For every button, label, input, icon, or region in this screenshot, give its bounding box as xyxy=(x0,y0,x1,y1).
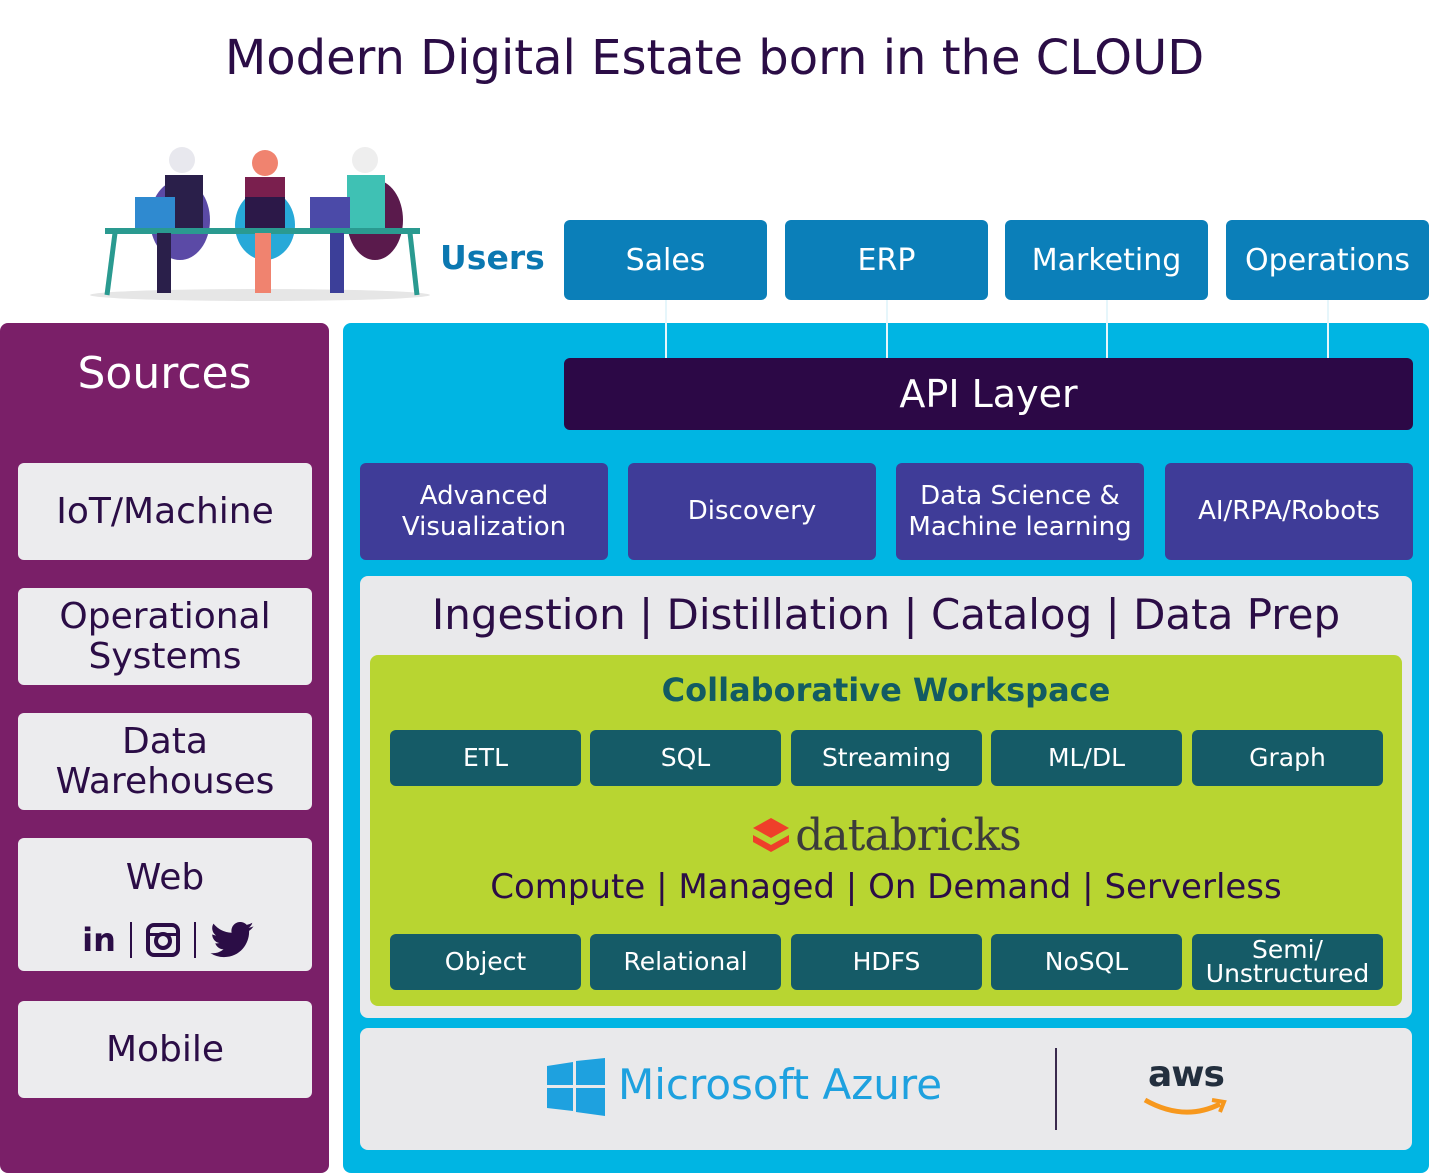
user-box-sales[interactable]: Sales xyxy=(564,220,767,300)
connector xyxy=(1327,300,1329,358)
storage-nosql[interactable]: NoSQL xyxy=(991,934,1182,990)
tool-graph[interactable]: Graph xyxy=(1192,730,1383,786)
databricks-logo: databricks xyxy=(370,810,1402,861)
databricks-icon xyxy=(753,817,790,852)
divider xyxy=(129,922,132,958)
consumer-discovery[interactable]: Discovery xyxy=(628,463,876,560)
user-box-operations[interactable]: Operations xyxy=(1226,220,1429,300)
cloud-providers-panel: Microsoft Azure aws xyxy=(360,1028,1412,1150)
storage-relational[interactable]: Relational xyxy=(590,934,781,990)
consumer-data-science[interactable]: Data Science & Machine learning xyxy=(896,463,1144,560)
divider xyxy=(193,922,196,958)
ingestion-title: Ingestion | Distillation | Catalog | Dat… xyxy=(431,590,1341,639)
twitter-icon xyxy=(210,922,254,958)
source-mobile[interactable]: Mobile xyxy=(18,1001,312,1098)
sources-title: Sources xyxy=(77,348,252,399)
instagram-icon xyxy=(145,923,180,957)
aws-logo-text: aws xyxy=(1148,1054,1225,1095)
api-layer[interactable]: API Layer xyxy=(564,358,1413,430)
web-label: Web xyxy=(125,857,205,898)
user-box-marketing[interactable]: Marketing xyxy=(1005,220,1208,300)
user-box-erp[interactable]: ERP xyxy=(785,220,988,300)
tool-etl[interactable]: ETL xyxy=(390,730,581,786)
source-operational-systems[interactable]: Operational Systems xyxy=(18,588,312,685)
windows-icon xyxy=(547,1058,605,1116)
users-illustration-icon xyxy=(90,147,430,301)
connector xyxy=(665,300,667,358)
source-iot[interactable]: IoT/Machine xyxy=(18,463,312,560)
connector xyxy=(886,300,888,358)
azure-logo-text: Microsoft Azure xyxy=(618,1060,943,1109)
storage-object[interactable]: Object xyxy=(390,934,581,990)
tool-sql[interactable]: SQL xyxy=(590,730,781,786)
page-title: Modern Digital Estate born in the CLOUD xyxy=(224,30,1205,86)
connector xyxy=(1106,300,1108,358)
consumer-ai-rpa-robots[interactable]: AI/RPA/Robots xyxy=(1165,463,1413,560)
source-data-warehouses[interactable]: Data Warehouses xyxy=(18,713,312,810)
users-label: Users xyxy=(440,238,545,277)
divider xyxy=(1055,1048,1057,1130)
tool-ml-dl[interactable]: ML/DL xyxy=(991,730,1182,786)
storage-hdfs[interactable]: HDFS xyxy=(791,934,982,990)
workspace-title: Collaborative Workspace xyxy=(661,671,1111,709)
source-web[interactable]: Web in xyxy=(18,838,312,971)
linkedin-icon: in xyxy=(82,921,116,959)
aws-smile-icon xyxy=(1143,1097,1227,1115)
storage-semi-unstructured[interactable]: Semi/ Unstructured xyxy=(1192,934,1383,990)
compute-text: Compute | Managed | On Demand | Serverle… xyxy=(490,867,1282,907)
consumer-advanced-visualization[interactable]: Advanced Visualization xyxy=(360,463,608,560)
tool-streaming[interactable]: Streaming xyxy=(791,730,982,786)
